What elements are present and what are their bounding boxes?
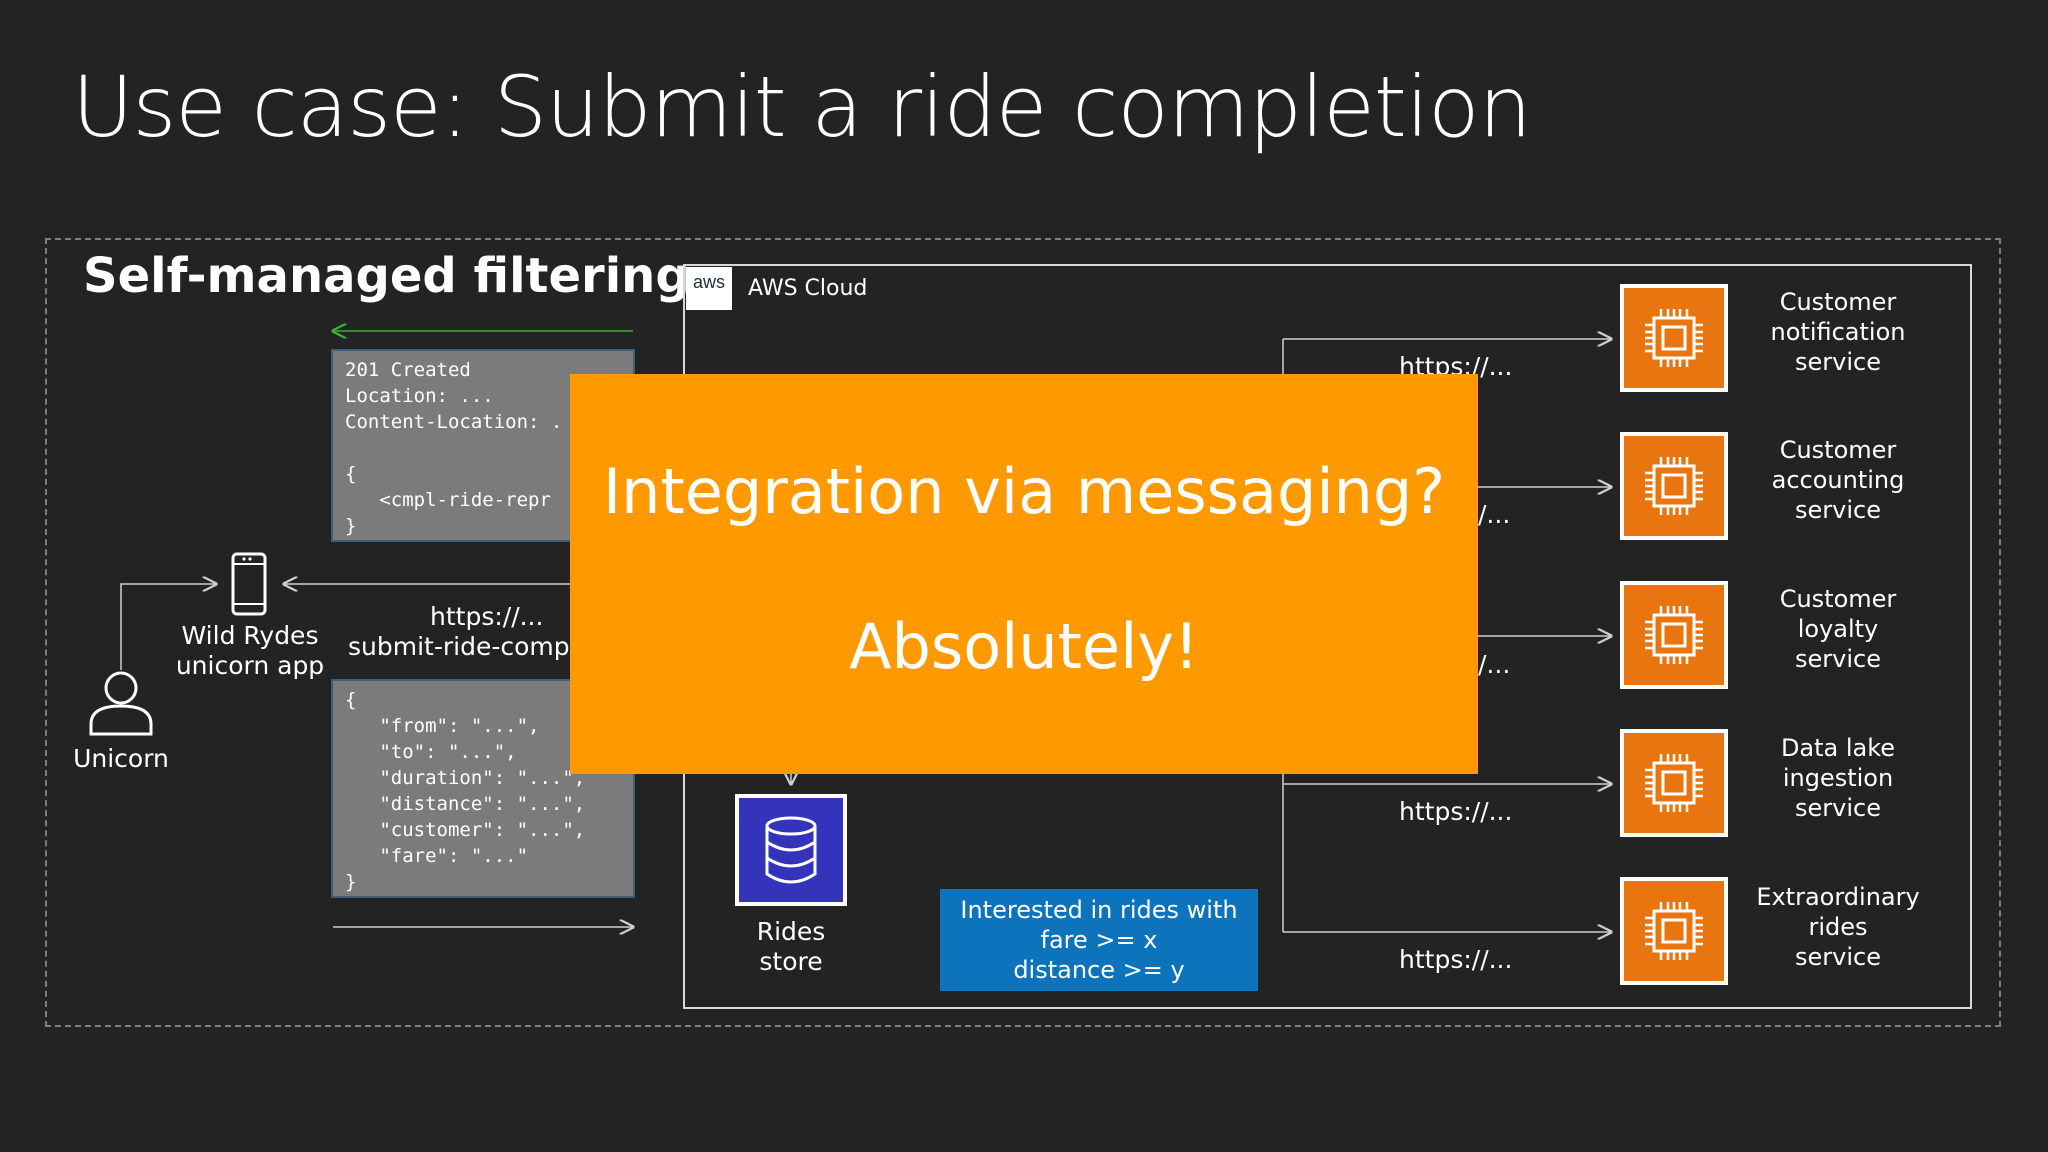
messaging-callout-overlay xyxy=(570,374,1478,774)
code-line: { xyxy=(345,463,357,485)
code-line: Location: ... xyxy=(345,385,494,407)
url-label-extraordinary: https://... xyxy=(1399,945,1513,974)
code-line: Content-Location: . xyxy=(345,411,563,433)
code-line: "distance": "...", xyxy=(345,793,586,815)
mobile-phone-icon xyxy=(231,552,267,616)
section-title: Self-managed filtering xyxy=(83,248,690,304)
url-label-datalake: https://... xyxy=(1399,797,1513,826)
database-icon xyxy=(735,794,847,906)
code-line: 201 Created xyxy=(345,359,471,381)
request-endpoint: submit-ride-comple xyxy=(348,632,592,661)
callout-answer: Absolutely! xyxy=(849,610,1199,683)
code-line: "fare": "..." xyxy=(345,845,529,867)
compute-chip-icon xyxy=(1620,432,1728,540)
callout-question: Integration via messaging? xyxy=(602,455,1446,528)
code-line: "from": "...", xyxy=(345,715,540,737)
code-line: "to": "...", xyxy=(345,741,517,763)
customer-notification-service-label: Customer notification service xyxy=(1770,288,1906,376)
aws-logo-icon: aws xyxy=(686,267,732,310)
compute-chip-icon xyxy=(1620,581,1728,689)
unicorn-label: Unicorn xyxy=(73,744,169,773)
code-line: } xyxy=(345,515,357,537)
code-line: "customer": "...", xyxy=(345,819,586,841)
customer-loyalty-service-label: Customer loyalty service xyxy=(1779,585,1897,673)
customer-accounting-service-label: Customer accounting service xyxy=(1771,436,1905,524)
compute-chip-icon xyxy=(1620,877,1728,985)
user-to-app-arrow xyxy=(120,584,216,670)
url-label-loyalty: /... xyxy=(1478,650,1511,679)
request-url: https://... xyxy=(430,602,544,631)
url-label-accounting: /... xyxy=(1478,500,1511,529)
code-line: } xyxy=(345,871,357,893)
aws-cloud-label: AWS Cloud xyxy=(748,276,868,301)
wild-rydes-app-label: Wild Rydes unicorn app xyxy=(175,621,325,680)
code-line: { xyxy=(345,689,357,711)
code-line: <cmpl-ride-repr xyxy=(345,489,551,511)
compute-chip-icon xyxy=(1620,284,1728,392)
slide-title: Use case: Submit a ride completion xyxy=(72,58,1532,156)
code-line: "duration": "...", xyxy=(345,767,586,789)
compute-chip-icon xyxy=(1620,729,1728,837)
rides-store-label: Rides store xyxy=(756,917,826,976)
extraordinary-rides-service-label: Extraordinary rides service xyxy=(1756,883,1920,971)
data-lake-ingestion-service-label: Data lake ingestion service xyxy=(1780,734,1896,822)
user-icon xyxy=(89,671,153,736)
filter-criteria-box: Interested in rides with fare >= x dista… xyxy=(940,889,1258,991)
self-managed-filtering-boundary xyxy=(45,238,2001,1027)
